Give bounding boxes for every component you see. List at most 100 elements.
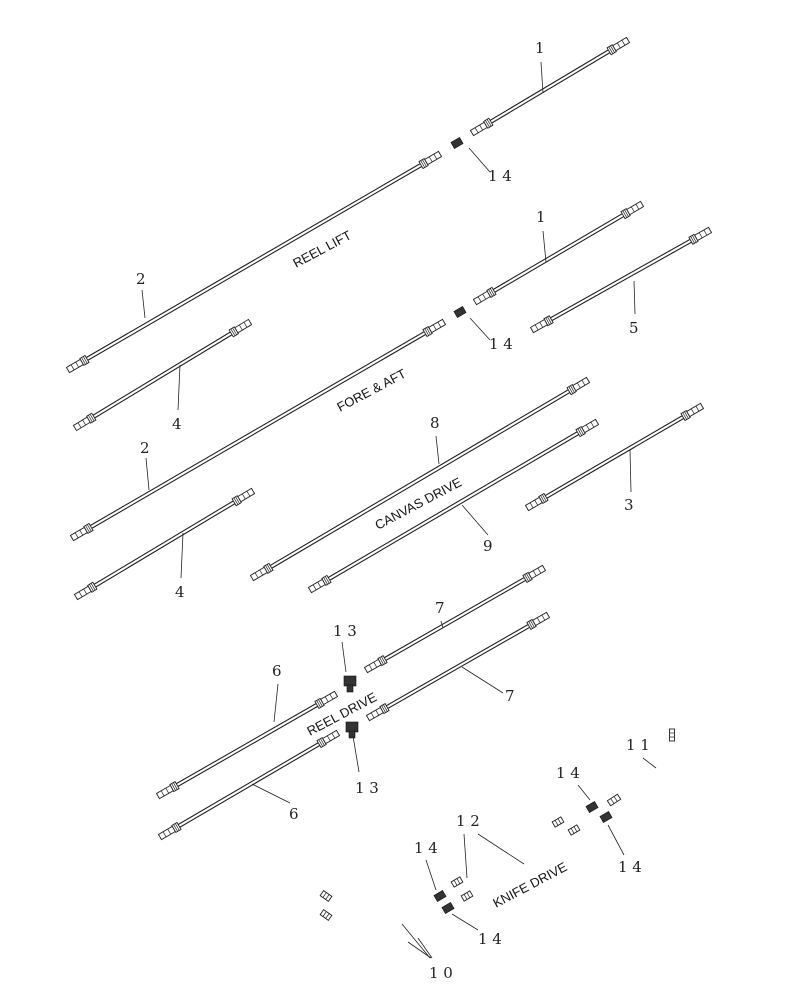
coupler-14-knife-bottom — [441, 902, 455, 914]
hose-7-bottom-fitting-end — [365, 706, 384, 722]
hose-3-fitting-start — [686, 402, 705, 418]
hose-2-top-fitting-end — [65, 358, 84, 374]
callout-2-top: 2 — [136, 270, 146, 288]
leader-12-b — [477, 833, 525, 865]
leader-13-bottom — [352, 735, 360, 773]
hose-4-bottom-fitting-end — [73, 585, 92, 601]
leader-7-top — [440, 620, 444, 629]
hose-2-mid — [70, 320, 446, 540]
tube-10-upper — [328, 896, 428, 922]
hose-4-bottom-nut-end — [87, 581, 98, 593]
hose-6-bottom-nut-end — [171, 821, 182, 833]
hose-2-top-nut-end — [79, 354, 90, 367]
hose-4-top-nut-start — [228, 326, 240, 338]
leader-1-mid — [542, 230, 547, 263]
hose-7-bottom-nut-end — [379, 702, 390, 715]
callout-14-knife-bottom: 1 4 — [478, 930, 502, 948]
hose-1-mid-nut-start — [620, 208, 631, 220]
hose-9-fitting-start — [581, 418, 600, 434]
hose-8 — [250, 378, 590, 580]
hose-1-mid-fitting-start — [626, 200, 645, 216]
section-label-fore-aft: FORE & AFT — [334, 366, 408, 415]
hose-7-top-fitting-start — [528, 564, 547, 580]
hose-12-bottom-fitting-lower — [460, 890, 474, 902]
leader-14-top — [468, 147, 491, 173]
coupler-14-mid — [453, 306, 467, 318]
tube-10-lower-end — [319, 909, 333, 921]
hose-5-fitting-end — [529, 318, 549, 334]
leader-8 — [435, 435, 440, 465]
hose-3 — [525, 404, 704, 510]
leader-2-top — [141, 289, 146, 319]
hose-6-bottom-fitting-end — [157, 825, 176, 841]
hose-4-bottom — [74, 489, 255, 599]
callout-14-mid: 1 4 — [489, 335, 513, 353]
hose-1-top-fitting-start — [612, 36, 631, 52]
callout-6-top: 6 — [272, 662, 282, 680]
hose-7-bottom-nut-start — [526, 618, 537, 631]
leader-10-b — [407, 941, 432, 959]
hose-2-mid-nut-start — [422, 325, 433, 338]
callout-7-top: 7 — [435, 599, 445, 617]
hose-4-top-fitting-start — [234, 318, 253, 334]
callout-8: 8 — [430, 414, 440, 432]
hose-8-nut-start — [566, 384, 577, 396]
tube-11-nut — [606, 793, 622, 807]
hose-fittings — [65, 36, 713, 921]
hose-4-top-fitting-end — [72, 416, 91, 432]
callout-12: 1 2 — [456, 812, 480, 830]
section-label-knife-drive: KNIFE DRIVE — [490, 859, 569, 911]
leader-14-knife-right — [607, 824, 625, 856]
leader-2-mid — [145, 457, 150, 491]
hose-9-fitting-end — [307, 578, 326, 594]
leader-14-mid — [469, 317, 491, 341]
callout-5: 5 — [629, 319, 639, 337]
hose-1-mid-fitting-end — [472, 290, 491, 306]
hose-4-top-nut-end — [85, 412, 97, 424]
hose-1-top-fitting-end — [469, 121, 488, 137]
hose-6-top-fitting-start — [320, 690, 339, 706]
leader-7-bottom — [461, 666, 504, 694]
hose-8-fitting-end — [249, 566, 268, 582]
hose-8-nut-end — [263, 562, 274, 574]
callout-14-knife-left: 1 4 — [414, 839, 438, 857]
hose-6-top-nut-start — [314, 697, 325, 710]
coupler-14-knife-left — [433, 890, 447, 902]
hose-7-top-nut-start — [522, 571, 533, 584]
hose-3-nut-end — [538, 492, 549, 505]
leader-6-top — [273, 683, 279, 723]
hose-4-top — [73, 320, 252, 430]
hose-12-bottom-fitting — [567, 824, 581, 836]
hose-5-fitting-start — [693, 226, 713, 242]
hose-12-bottom — [460, 828, 574, 900]
coupler-14-knife-upper — [585, 801, 599, 813]
leader-5 — [633, 280, 636, 315]
coupler-14-knife-right — [599, 811, 613, 823]
leader-11 — [642, 757, 657, 769]
coupler-14-top — [450, 137, 464, 149]
hose-6-bottom-fitting-start — [322, 729, 341, 745]
callout-4-top: 4 — [172, 415, 182, 433]
section-label-canvas-drive: CANVAS DRIVE — [372, 474, 464, 532]
hose-4-bottom-fitting-start — [237, 487, 256, 503]
leader-14-knife-top — [577, 784, 591, 801]
callout-7-bottom: 7 — [505, 687, 515, 705]
callout-14-knife-right: 1 4 — [618, 858, 642, 876]
callout-2-mid: 2 — [140, 439, 150, 457]
hose-3-fitting-end — [524, 496, 543, 512]
leader-13-top — [341, 641, 347, 673]
tee-13-bottom — [345, 721, 359, 739]
leader-14-knife-bottom — [451, 913, 479, 931]
hose-3-nut-start — [680, 409, 691, 422]
hose-9-nut-start — [575, 426, 586, 438]
hose-5 — [530, 228, 712, 332]
leader-4-top — [177, 364, 181, 411]
leader-3 — [629, 449, 632, 493]
callout-4-bottom: 4 — [175, 583, 185, 601]
leader-1-top — [540, 61, 544, 94]
hose-6-bottom-nut-start — [316, 737, 327, 749]
hose-12-top-fitting — [551, 816, 565, 828]
leader-10-c — [417, 937, 433, 959]
hose-1-top-nut-start — [606, 44, 617, 56]
